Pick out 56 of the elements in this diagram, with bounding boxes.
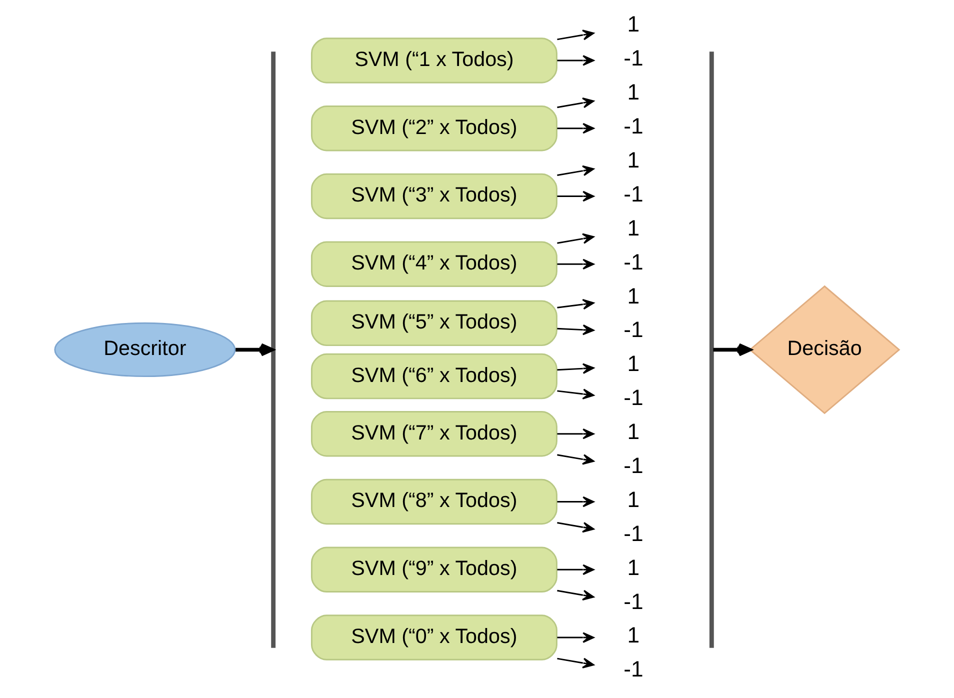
arrow xyxy=(557,98,594,108)
arrow xyxy=(557,55,594,66)
node-box: SVM (“2” x Todos) xyxy=(310,105,558,152)
node-text: 1 xyxy=(627,419,640,444)
node-box: SVM (“4” x Todos) xyxy=(310,241,558,288)
arrow xyxy=(557,363,594,374)
node-text: -1 xyxy=(624,452,644,478)
arrow xyxy=(557,388,594,400)
node-text: 1 xyxy=(627,12,640,37)
node-text: 1 xyxy=(627,283,640,308)
arrow xyxy=(557,233,594,244)
arrow xyxy=(557,496,594,508)
node-box: SVM (“5” x Todos) xyxy=(310,300,558,346)
node-text: 1 xyxy=(627,215,640,240)
node-box: SVM (“8” x Todos) xyxy=(310,478,558,525)
arrow xyxy=(557,30,594,40)
node-diamond: Decisão xyxy=(748,285,900,414)
node-text: 1 xyxy=(627,554,640,580)
arrow xyxy=(557,165,594,176)
arrow xyxy=(557,658,594,668)
arrow xyxy=(557,428,594,440)
arrow xyxy=(557,522,594,533)
arrow xyxy=(557,258,594,270)
node-text: 1 xyxy=(627,622,640,648)
node-text: -1 xyxy=(624,385,644,410)
arrow xyxy=(557,454,594,465)
arrow xyxy=(557,564,594,576)
arrow xyxy=(557,324,594,336)
node-brace xyxy=(271,52,276,648)
node-text: -1 xyxy=(624,520,644,546)
arrow xyxy=(557,190,594,202)
arrow xyxy=(713,343,752,356)
arrow xyxy=(236,343,274,356)
node-brace xyxy=(709,52,714,648)
node-box: SVM (“7” x Todos) xyxy=(310,410,558,457)
node-box: SVM (“3” x Todos) xyxy=(310,173,558,220)
node-text: 1 xyxy=(627,486,640,512)
node-text: -1 xyxy=(624,114,644,139)
arrow xyxy=(557,590,594,600)
node-ellipse: Descritor xyxy=(54,322,236,378)
arrow xyxy=(557,122,594,134)
node-text: 1 xyxy=(627,80,640,105)
arrow xyxy=(557,298,594,310)
arrow xyxy=(557,632,594,643)
node-text: -1 xyxy=(624,249,644,274)
node-box: SVM (“0” x Todos) xyxy=(310,614,558,660)
node-box: SVM (“6” x Todos) xyxy=(310,353,558,400)
node-text: 1 xyxy=(627,147,640,172)
node-text: -1 xyxy=(624,656,644,682)
node-box: SVM (“9” x Todos) xyxy=(310,546,558,593)
node-text: -1 xyxy=(624,317,644,342)
node-box: SVM (“1 x Todos) xyxy=(310,38,558,84)
node-text: 1 xyxy=(627,351,640,376)
node-text: -1 xyxy=(624,588,644,614)
node-text: -1 xyxy=(624,46,644,71)
node-text: -1 xyxy=(624,181,644,206)
